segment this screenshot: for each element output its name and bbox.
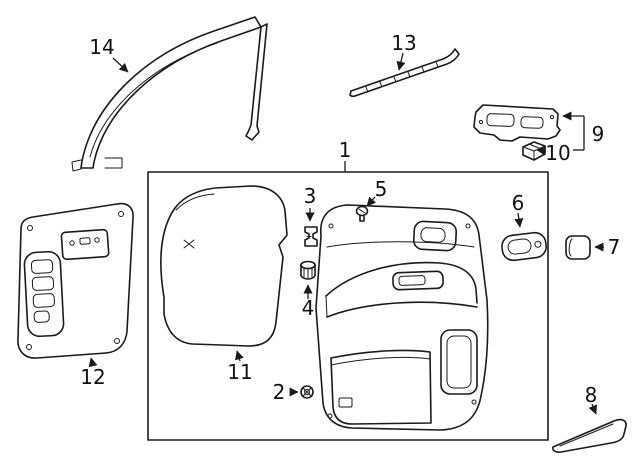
switch-mount-plate-drawing: [473, 104, 561, 142]
callout-1[interactable]: 1: [339, 138, 352, 162]
callout-13[interactable]: 13: [391, 31, 416, 55]
access-cap-drawing: [565, 235, 591, 260]
callout-6[interactable]: 6: [512, 191, 525, 215]
lower-garnish-molding-drawing: [552, 418, 627, 453]
door-trim-panel-drawing: [315, 204, 489, 431]
callout-11[interactable]: 11: [227, 360, 252, 384]
assembly-boundary-box: [147, 171, 549, 441]
water-deflector-drawing: [160, 185, 288, 347]
fastener-screw-drawing: [355, 205, 369, 222]
ribbed-nut-drawing: [300, 260, 316, 280]
callout-8[interactable]: 8: [585, 383, 598, 407]
door-handle-bezel-drawing: [501, 231, 547, 262]
callout-leader-lines: [88, 52, 604, 415]
callout-10[interactable]: 10: [545, 141, 570, 165]
callout-12[interactable]: 12: [80, 365, 105, 389]
callout-7[interactable]: 7: [608, 235, 621, 259]
callout-4[interactable]: 4: [302, 296, 315, 320]
upper-retainer-strip-drawing: [349, 48, 460, 98]
quarter-trim-panel-drawing: [17, 202, 134, 359]
window-frame-garnish-molding-drawing: [71, 16, 268, 172]
callout-14[interactable]: 14: [89, 35, 114, 59]
callout-9[interactable]: 9: [592, 122, 605, 146]
callout-2[interactable]: 2: [273, 380, 286, 404]
retainer-clip-drawing: [304, 226, 318, 247]
trim-screw-drawing: [300, 385, 314, 399]
callout-3[interactable]: 3: [304, 184, 317, 208]
callout-5[interactable]: 5: [375, 177, 388, 201]
